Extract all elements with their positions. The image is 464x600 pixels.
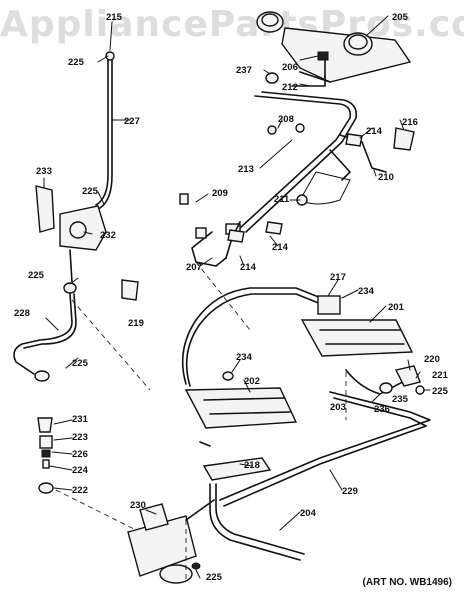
broil-burner-201 [300,295,414,357]
callout-235: 235 [392,394,409,405]
callout-209: 209 [212,188,228,199]
callout-233: 233 [36,166,52,177]
top-valve-assembly [256,11,412,83]
valve-214-right [265,221,283,235]
callout-215: 215 [106,12,123,23]
callout-222: 222 [72,485,88,496]
callout-223: 223 [72,432,88,443]
bracket-218 [202,457,272,481]
callout-214-right: 214 [272,242,289,253]
callout-207: 207 [186,262,202,273]
watermark-text: AppliancePartsPros.com [0,4,464,45]
art-number-label: (ART NO. WB1496) [362,577,452,588]
callout-234-left: 234 [236,352,253,363]
callout-221: 221 [432,370,449,381]
oven-gas-tube [181,287,327,385]
callout-230: 230 [130,500,146,511]
callout-211: 211 [274,194,290,205]
callout-210: 210 [378,172,394,183]
pipe-204 [209,483,301,561]
callout-236: 236 [374,404,390,415]
callout-216: 216 [402,117,418,128]
callout-229: 229 [342,486,358,497]
callout-203: 203 [330,402,346,413]
callout-225-top: 225 [68,57,85,68]
callout-205: 205 [392,12,409,23]
callout-225-bottom: 225 [206,572,223,583]
callout-227: 227 [124,116,140,127]
callout-212: 212 [282,82,298,93]
pipe-229 [219,391,431,501]
callout-218: 218 [244,460,260,471]
callout-225-lower: 225 [72,358,89,369]
valve-216 [393,127,415,151]
tube-227 [95,57,109,206]
callout-225-right: 225 [432,386,449,397]
orifice-237 [265,72,279,84]
bake-burner-202 [184,371,298,429]
callout-202: 202 [244,376,260,387]
valve-214-upper [345,133,363,147]
oven-valve-230 [127,499,215,584]
callout-232: 232 [100,230,116,241]
callout-225-regulator: 225 [82,186,99,197]
pilot-fittings-stack [37,417,54,494]
fitting-220 [394,365,421,387]
callout-213: 213 [238,164,254,175]
callout-231: 231 [72,414,89,425]
callout-206: 206 [282,62,298,73]
callout-228: 228 [14,308,30,319]
callout-204: 204 [300,508,317,519]
callout-226: 226 [72,449,88,460]
callout-214-upper: 214 [366,126,383,137]
callout-234-right: 234 [358,286,375,297]
callout-208: 208 [278,114,294,125]
callout-220: 220 [424,354,440,365]
callout-225-mid: 225 [28,270,45,281]
callout-214-left: 214 [240,262,257,273]
bracket-233 [35,185,55,233]
callout-217: 217 [330,272,346,283]
screw-209 [179,193,189,205]
manifold-pipe [191,91,387,267]
callout-201: 201 [388,302,405,313]
valve-214-left [227,229,245,243]
bracket-212 [291,75,326,87]
callout-224: 224 [72,465,89,476]
tube-228 [13,293,73,375]
callout-219: 219 [128,318,144,329]
part-219 [121,279,139,301]
callout-237: 237 [236,65,252,76]
